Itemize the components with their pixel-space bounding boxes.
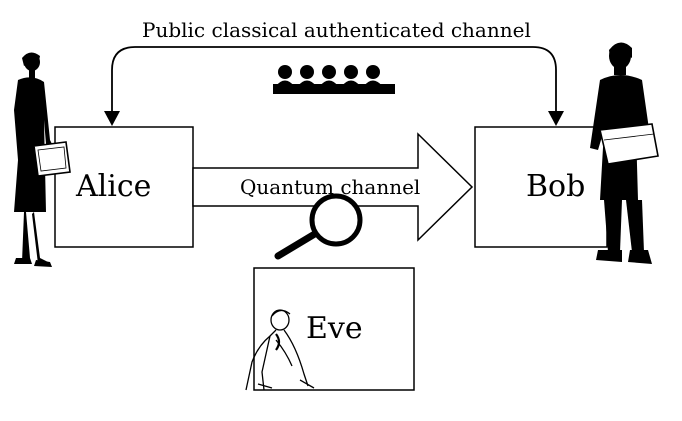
magnifying-glass-icon [274, 193, 363, 260]
eve-label: Eve [306, 311, 363, 346]
audience-icon [273, 65, 395, 94]
public-channel-label: Public classical authenticated channel [142, 18, 531, 42]
public-arrowhead-right [548, 111, 564, 126]
alice-label: Alice [76, 169, 152, 204]
bob-box [474, 126, 608, 248]
bob-folder-icon [599, 123, 659, 165]
public-arrowhead-left [104, 111, 120, 126]
alice-box [54, 126, 194, 248]
quantum-channel-label: Quantum channel [240, 175, 421, 199]
alice-folder-icon [33, 141, 71, 177]
public-channel-arrow [111, 46, 557, 118]
eavesdropper-figure-icon [245, 309, 315, 391]
bob-label: Bob [526, 169, 586, 204]
woman-silhouette-icon [14, 52, 56, 267]
quantum-channel-arrow [192, 132, 474, 242]
eve-box [253, 267, 415, 391]
